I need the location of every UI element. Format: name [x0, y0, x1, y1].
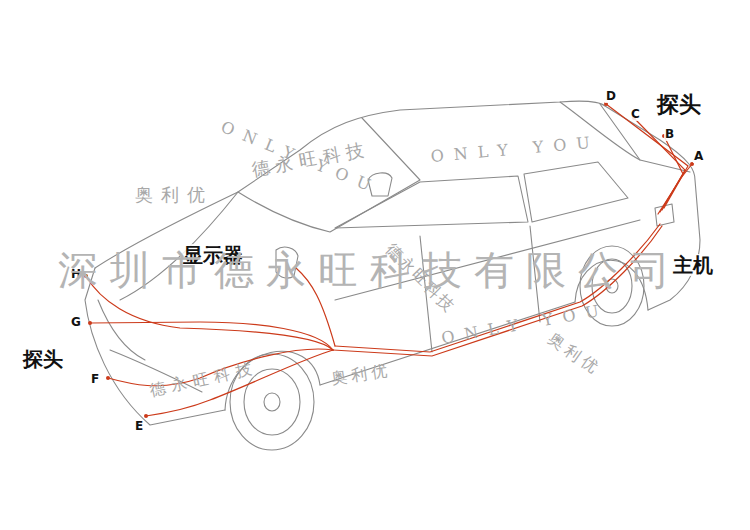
watermark: 奥利优: [545, 330, 604, 379]
part-name: 探头: [656, 93, 702, 117]
watermark: ONLY YOU: [430, 133, 600, 165]
callout-letter: G: [70, 316, 82, 329]
callout-letter: C: [630, 108, 641, 121]
callout-letter: E: [134, 420, 144, 433]
watermark: 奥利优: [330, 362, 392, 388]
watermark: ONLY YOU: [440, 301, 610, 348]
callout-letter: A: [693, 150, 704, 163]
callout-letter: B: [664, 128, 675, 141]
watermark: 深圳市德永旺科技有限公司: [58, 248, 682, 292]
callout-letter: D: [605, 90, 617, 103]
callout-letter: F: [90, 373, 100, 386]
watermark: 德永旺科技: [148, 359, 259, 399]
part-name: 探头: [22, 348, 64, 370]
watermark: 奥利优: [135, 185, 213, 205]
